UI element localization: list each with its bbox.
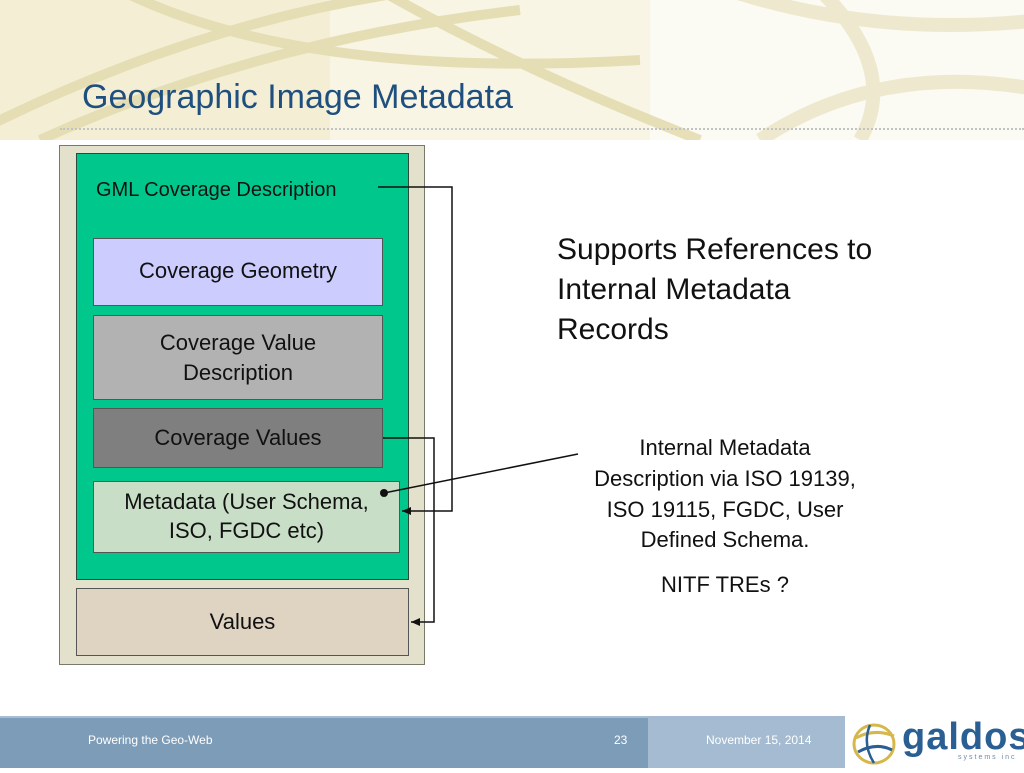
values-label: Values: [209, 609, 276, 635]
footer: Powering the Geo-Web 23 November 15, 201…: [0, 716, 1024, 768]
galdos-globe-icon: [852, 723, 896, 765]
galdos-logo-tagline: systems inc: [958, 754, 1017, 761]
gml-coverage-label: GML Coverage Description: [96, 179, 337, 201]
coverage-values-label: Coverage Values: [154, 425, 322, 451]
background-globe-decoration: [0, 0, 1024, 140]
internal-metadata-note: Internal Metadata Description via ISO 19…: [594, 435, 856, 553]
metadata-box: Metadata (User Schema, ISO, FGDC etc): [93, 481, 400, 553]
footer-date-segment: [648, 716, 845, 768]
values-box: Values: [76, 588, 409, 656]
title-divider: [60, 128, 1024, 130]
footer-date: November 15, 2014: [706, 733, 812, 747]
coverage-value-description-label: Coverage Value Description: [159, 329, 317, 385]
footer-page-number: 23: [614, 733, 628, 747]
galdos-logo-text: galdos: [902, 716, 1024, 758]
supports-references-text: Supports References to Internal Metadata…: [557, 233, 873, 346]
coverage-values-box: Coverage Values: [93, 408, 383, 468]
nitf-tres-note: NITF TREs ?: [661, 572, 789, 597]
metadata-label: Metadata (User Schema, ISO, FGDC etc): [124, 489, 369, 543]
slide-title: Geographic Image Metadata: [82, 78, 513, 116]
coverage-geometry-label: Coverage Geometry: [138, 258, 338, 283]
coverage-geometry-box: Coverage Geometry: [93, 238, 383, 306]
galdos-logo: galdos systems inc: [848, 716, 1024, 768]
footer-tagline: Powering the Geo-Web: [88, 733, 213, 747]
coverage-value-description-box: Coverage Value Description: [93, 315, 383, 400]
